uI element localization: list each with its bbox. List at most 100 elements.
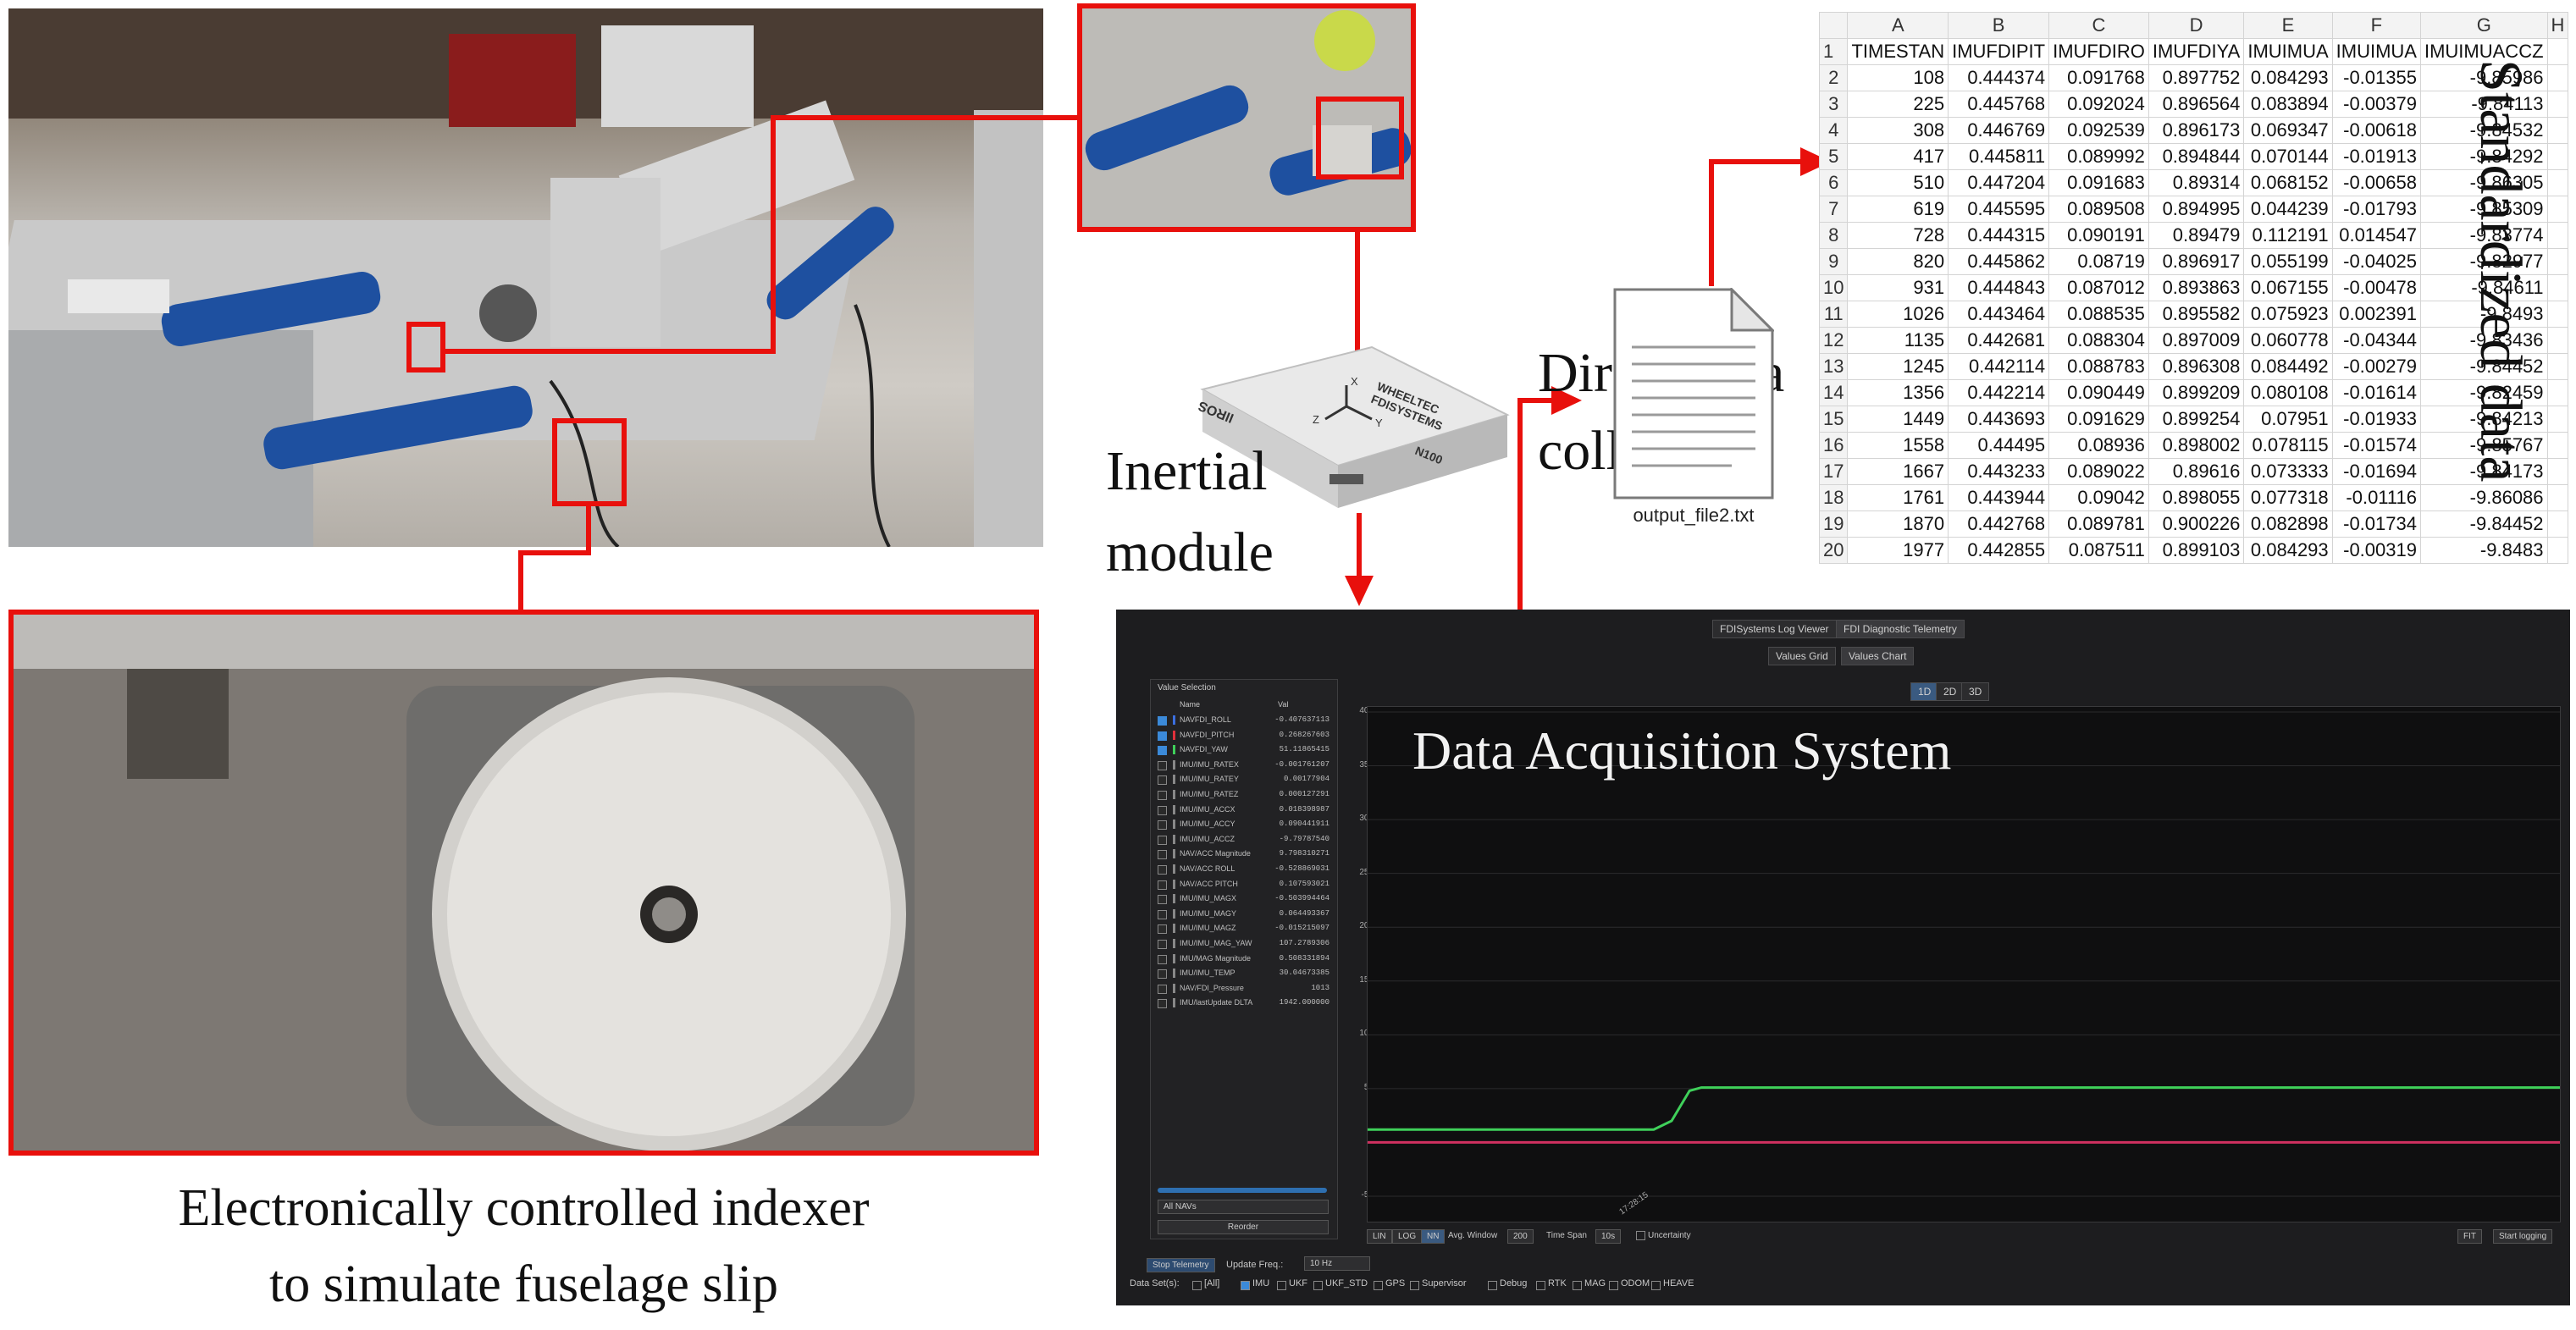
empty-cell[interactable] bbox=[2546, 353, 2569, 380]
start-logging-button[interactable]: Start logging bbox=[2493, 1229, 2553, 1244]
tab-log-viewer[interactable]: FDISystems Log Viewer bbox=[1712, 620, 1837, 638]
dataset-checkbox[interactable] bbox=[1313, 1281, 1323, 1290]
tab-2d[interactable]: 2D bbox=[1936, 682, 1965, 701]
data-cell[interactable]: 0.444843 bbox=[1948, 274, 2050, 301]
data-cell[interactable]: 1135 bbox=[1847, 327, 1949, 354]
data-cell[interactable]: 0.084293 bbox=[2243, 64, 2333, 91]
data-cell[interactable]: -0.01734 bbox=[2331, 510, 2421, 538]
column-letter-cell[interactable]: C bbox=[2048, 12, 2149, 39]
data-cell[interactable]: 0.442855 bbox=[1948, 537, 2050, 564]
data-cell[interactable]: 1449 bbox=[1847, 406, 1949, 433]
value-selection-row[interactable]: IMU/IMU_MAGZ-0.015215097 bbox=[1158, 922, 1331, 935]
data-cell[interactable]: 0.07951 bbox=[2243, 406, 2333, 433]
data-cell[interactable]: -0.01614 bbox=[2331, 379, 2421, 406]
data-cell[interactable]: -0.01694 bbox=[2331, 458, 2421, 485]
data-cell[interactable]: 0.447204 bbox=[1948, 169, 2050, 196]
data-cell[interactable]: 0.082898 bbox=[2243, 510, 2333, 538]
data-cell[interactable]: 417 bbox=[1847, 143, 1949, 170]
empty-cell[interactable] bbox=[2546, 222, 2569, 249]
data-cell[interactable]: -9.84452 bbox=[2419, 510, 2548, 538]
data-cell[interactable]: 0.090191 bbox=[2048, 222, 2149, 249]
value-checkbox[interactable] bbox=[1158, 775, 1167, 786]
column-letter-cell[interactable]: F bbox=[2331, 12, 2421, 39]
empty-cell[interactable] bbox=[2546, 169, 2569, 196]
row-number-cell[interactable]: 14 bbox=[1818, 379, 1849, 406]
data-cell[interactable]: 0.442114 bbox=[1948, 353, 2050, 380]
data-cell[interactable]: 0.898002 bbox=[2148, 432, 2245, 459]
data-cell[interactable]: -0.00478 bbox=[2331, 274, 2421, 301]
data-cell[interactable]: 0.444315 bbox=[1948, 222, 2050, 249]
data-cell[interactable]: -9.84213 bbox=[2419, 406, 2548, 433]
value-set-dropdown[interactable]: All NAVs bbox=[1158, 1200, 1329, 1214]
data-cell[interactable]: 1667 bbox=[1847, 458, 1949, 485]
nn-button[interactable]: NN bbox=[1421, 1229, 1446, 1244]
row-number-cell[interactable]: 9 bbox=[1818, 248, 1849, 275]
data-cell[interactable]: 0.087511 bbox=[2048, 537, 2149, 564]
data-cell[interactable]: 0.445595 bbox=[1948, 196, 2050, 223]
data-cell[interactable]: 108 bbox=[1847, 64, 1949, 91]
value-selection-row[interactable]: IMU/IMU_ACCZ-9.79787540 bbox=[1158, 833, 1331, 847]
value-checkbox[interactable] bbox=[1158, 746, 1167, 756]
data-cell[interactable]: -0.01355 bbox=[2331, 64, 2421, 91]
data-cell[interactable]: 0.442681 bbox=[1948, 327, 2050, 354]
data-cell[interactable]: 0.092024 bbox=[2048, 91, 2149, 118]
dataset-checkbox[interactable] bbox=[1410, 1281, 1419, 1290]
empty-cell[interactable] bbox=[2546, 91, 2569, 118]
data-cell[interactable]: -9.83436 bbox=[2419, 327, 2548, 354]
data-cell[interactable]: 0.075923 bbox=[2243, 301, 2333, 328]
value-checkbox[interactable] bbox=[1158, 850, 1167, 860]
data-cell[interactable]: 0.087012 bbox=[2048, 274, 2149, 301]
header-cell[interactable]: IMUIMUACCZ bbox=[2419, 38, 2548, 65]
corner-cell[interactable] bbox=[1818, 12, 1849, 39]
data-cell[interactable]: 820 bbox=[1847, 248, 1949, 275]
data-cell[interactable]: 1245 bbox=[1847, 353, 1949, 380]
data-cell[interactable]: 0.092539 bbox=[2048, 117, 2149, 144]
data-cell[interactable]: 0.084293 bbox=[2243, 537, 2333, 564]
empty-cell[interactable] bbox=[2546, 117, 2569, 144]
data-cell[interactable]: 0.067155 bbox=[2243, 274, 2333, 301]
data-cell[interactable]: 0.445862 bbox=[1948, 248, 2050, 275]
data-cell[interactable]: -0.00618 bbox=[2331, 117, 2421, 144]
value-checkbox[interactable] bbox=[1158, 805, 1167, 815]
data-cell[interactable]: -0.04025 bbox=[2331, 248, 2421, 275]
data-cell[interactable]: -0.01913 bbox=[2331, 143, 2421, 170]
data-cell[interactable]: -0.00319 bbox=[2331, 537, 2421, 564]
data-cell[interactable]: 0.112191 bbox=[2243, 222, 2333, 249]
data-cell[interactable]: 0.089022 bbox=[2048, 458, 2149, 485]
data-cell[interactable]: 0.443233 bbox=[1948, 458, 2050, 485]
tab-values-grid[interactable]: Values Grid bbox=[1768, 647, 1836, 665]
data-cell[interactable]: 1026 bbox=[1847, 301, 1949, 328]
data-cell[interactable]: 0.894995 bbox=[2148, 196, 2245, 223]
data-cell[interactable]: -0.00379 bbox=[2331, 91, 2421, 118]
tab-values-chart[interactable]: Values Chart bbox=[1841, 647, 1915, 665]
data-cell[interactable]: 0.089508 bbox=[2048, 196, 2149, 223]
empty-cell[interactable] bbox=[2546, 274, 2569, 301]
data-cell[interactable]: -9.8493 bbox=[2419, 301, 2548, 328]
value-checkbox[interactable] bbox=[1158, 924, 1167, 935]
data-cell[interactable]: -9.83774 bbox=[2419, 222, 2548, 249]
row-number-cell[interactable]: 17 bbox=[1818, 458, 1849, 485]
data-cell[interactable]: 0.895582 bbox=[2148, 301, 2245, 328]
data-cell[interactable]: 0.088535 bbox=[2048, 301, 2149, 328]
column-letter-cell[interactable]: D bbox=[2148, 12, 2245, 39]
dataset-checkbox[interactable] bbox=[1192, 1281, 1202, 1290]
data-cell[interactable]: 0.443464 bbox=[1948, 301, 2050, 328]
header-cell[interactable]: IMUIMUA bbox=[2243, 38, 2333, 65]
dataset-checkbox[interactable] bbox=[1241, 1281, 1250, 1290]
value-checkbox[interactable] bbox=[1158, 984, 1167, 994]
value-checkbox[interactable] bbox=[1158, 835, 1167, 845]
data-cell[interactable]: 0.89314 bbox=[2148, 169, 2245, 196]
value-checkbox[interactable] bbox=[1158, 895, 1167, 905]
row-number-cell[interactable]: 3 bbox=[1818, 91, 1849, 118]
value-selection-row[interactable]: IMU/IMU_RATEX-0.001761207 bbox=[1158, 759, 1331, 772]
data-cell[interactable]: -9.84173 bbox=[2419, 458, 2548, 485]
data-cell[interactable]: 0.900226 bbox=[2148, 510, 2245, 538]
empty-cell[interactable] bbox=[2546, 143, 2569, 170]
empty-cell[interactable] bbox=[2546, 432, 2569, 459]
